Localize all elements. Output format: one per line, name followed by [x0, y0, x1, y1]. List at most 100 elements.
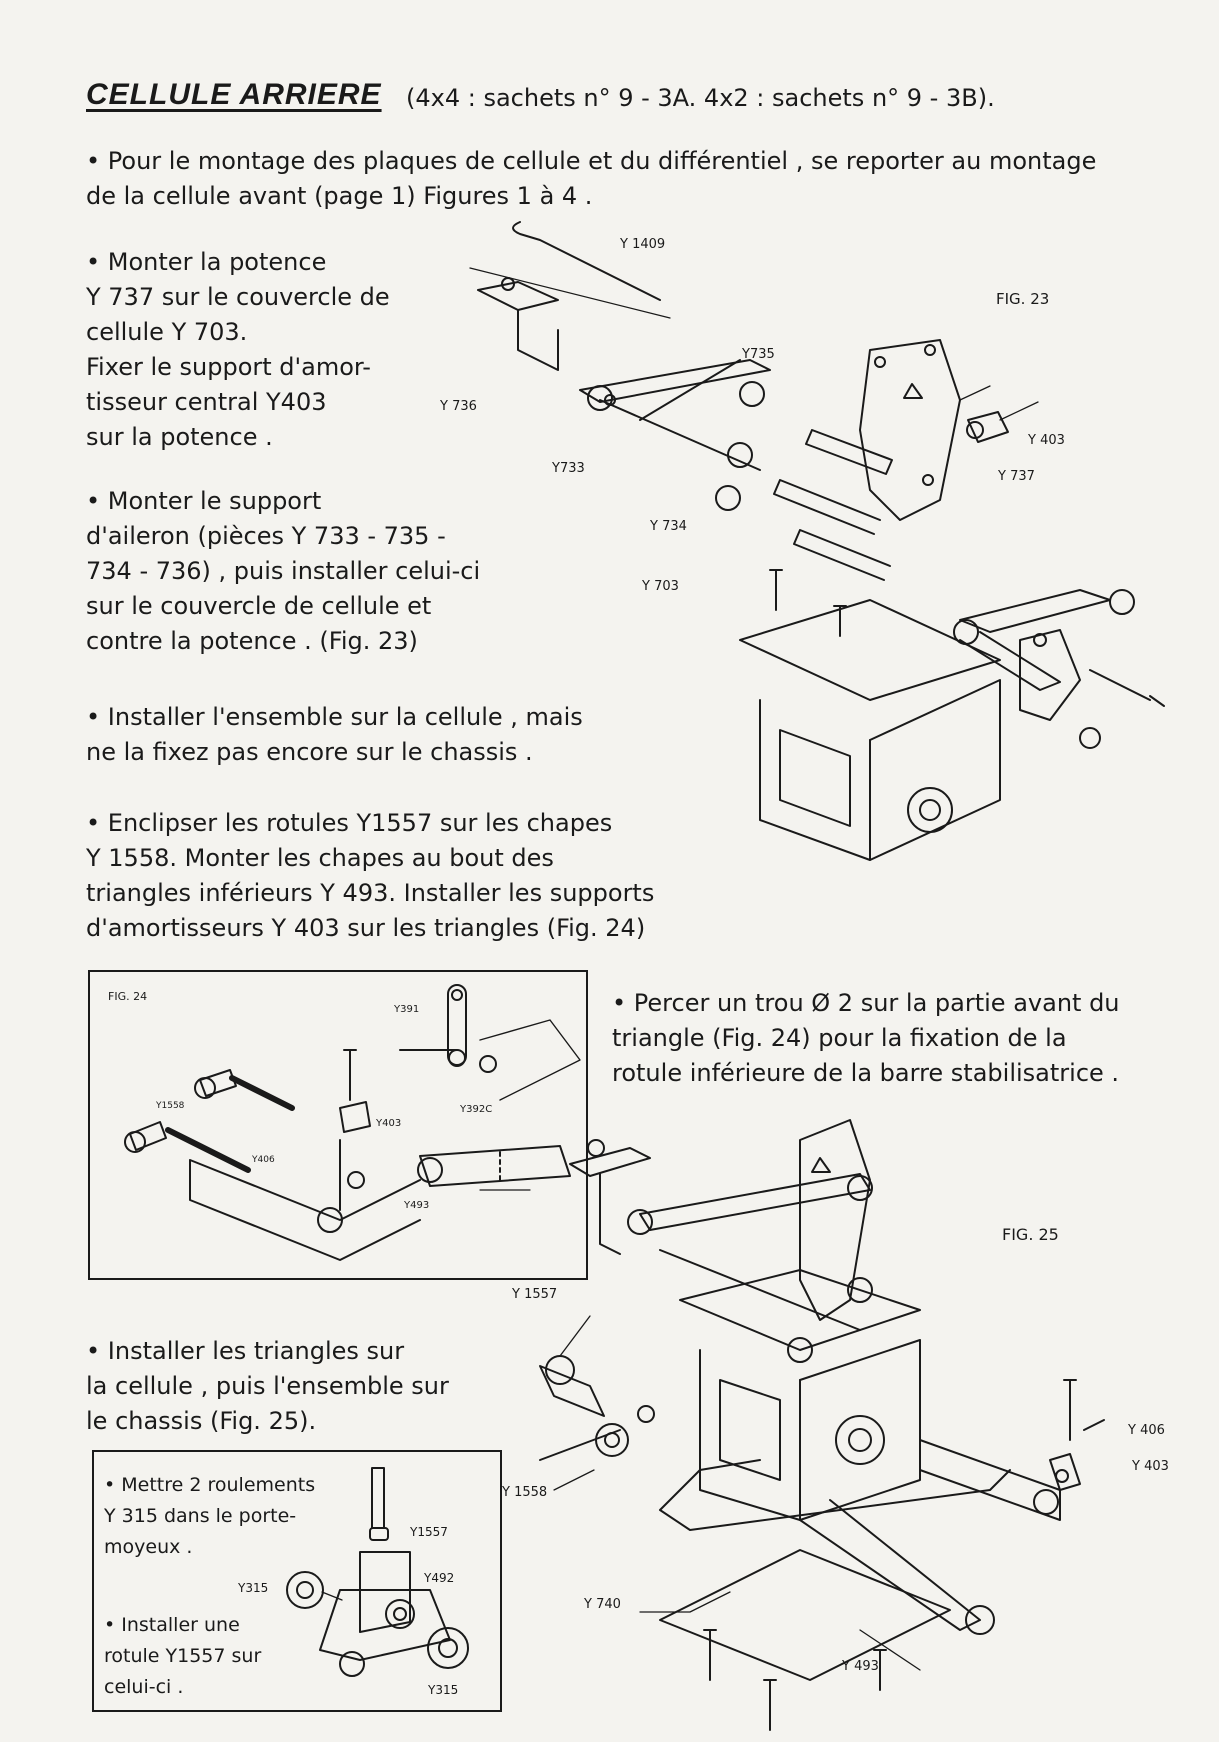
step-ensemble: • Installer l'ensemble sur la cellule , … — [86, 700, 583, 770]
fig25-drawing — [539, 1119, 1105, 1731]
step-aileron: • Monter le support d'aileron (pièces Y … — [86, 484, 480, 659]
text-line: d'amortisseurs Y 403 sur les triangles (… — [86, 914, 646, 942]
part-label: Y406 — [251, 1155, 275, 1165]
skid-plate — [659, 1549, 951, 1681]
text-line: la cellule , puis l'ensemble sur — [86, 1372, 449, 1400]
text-line: Y 1558. Monter les chapes au bout des — [86, 844, 554, 872]
housing-cover — [739, 599, 1001, 701]
part-label: Y735 — [741, 347, 775, 362]
lower-arm-right — [799, 1499, 981, 1631]
part-label: Y391 — [393, 1004, 419, 1015]
figure-labels: FIG. 23 Y 1409 Y735 Y 403 Y 737 Y 736 Y7… — [108, 237, 1169, 1697]
hub-carrier — [359, 1551, 411, 1633]
hub-carrier-frame — [92, 1450, 502, 1712]
part-label: Y315 — [427, 1683, 458, 1697]
box-step-roulements: • Mettre 2 roulements Y 315 dans le port… — [104, 1470, 315, 1563]
text-line: rotule Y1557 sur — [104, 1645, 262, 1667]
part-label: Y1558 — [155, 1101, 185, 1111]
text-line: • Monter la potence — [86, 248, 327, 276]
part-label: Y 1557 — [511, 1287, 557, 1302]
part-label: Y 1558 — [501, 1485, 547, 1500]
text-line: • Mettre 2 roulements — [104, 1474, 316, 1496]
fig23-drawing — [469, 221, 1165, 861]
text-line: de la cellule avant (page 1) Figures 1 à… — [86, 182, 593, 210]
text-line: tisseur central Y403 — [86, 388, 327, 416]
text-line: ne la fixez pas encore sur le chassis . — [86, 738, 533, 766]
tube-y735 — [805, 429, 893, 475]
text-line: contre la potence . (Fig. 23) — [86, 627, 418, 655]
text-line: Y 737 sur le couvercle de — [86, 283, 390, 311]
box-step-rotule: • Installer une rotule Y1557 sur celui-c… — [104, 1610, 261, 1703]
text-line: • Percer un trou Ø 2 sur la partie avant… — [612, 989, 1120, 1017]
part-label: Y 734 — [649, 519, 687, 534]
text-line: moyeux . — [104, 1536, 193, 1558]
text-line: sur le couvercle de cellule et — [86, 592, 432, 620]
page-subtitle: (4x4 : sachets n° 9 - 3A. 4x2 : sachets … — [406, 84, 995, 112]
part-label: Y733 — [551, 461, 585, 476]
step-triangles: • Installer les triangles sur la cellule… — [86, 1334, 449, 1439]
shock-mount — [339, 1101, 371, 1133]
text-line: • Installer une — [104, 1614, 240, 1636]
text-line: • Pour le montage des plaques de cellule… — [86, 147, 1097, 175]
lower-triangle — [189, 1159, 421, 1261]
text-line: celui-ci . — [104, 1676, 184, 1698]
wing-plate-fig25 — [799, 1119, 871, 1321]
bearing-left — [286, 1571, 324, 1609]
part-label: Y 703 — [641, 579, 679, 594]
part-label: Y392C — [459, 1104, 492, 1115]
lower-arm-left — [659, 1459, 1011, 1531]
part-label: Y 1409 — [619, 237, 665, 252]
part-label: Y1557 — [409, 1525, 448, 1539]
part-label: Y 406 — [1127, 1423, 1165, 1438]
part-label: Y315 — [237, 1581, 268, 1595]
text-line: • Installer l'ensemble sur la cellule , … — [86, 703, 583, 731]
part-label: Y 737 — [997, 469, 1035, 484]
wing-plate — [859, 339, 961, 521]
fig23-label: FIG. 23 — [996, 290, 1049, 308]
text-line: rotule inférieure de la barre stabilisat… — [612, 1059, 1120, 1087]
fig24-frame — [88, 970, 588, 1280]
text-line: d'aileron (pièces Y 733 - 735 - — [86, 522, 446, 550]
bearing-right — [427, 1627, 469, 1669]
part-label: Y 493 — [841, 1659, 879, 1674]
potence-top — [477, 281, 559, 311]
fig25-label: FIG. 25 — [1002, 1225, 1059, 1244]
drill-detail — [419, 1145, 571, 1187]
hub-carrier-drawing — [286, 1467, 469, 1677]
part-label: Y493 — [403, 1200, 429, 1211]
part-label: Y 403 — [1027, 433, 1065, 448]
rod-upper — [579, 359, 771, 403]
shock-support — [967, 411, 1009, 443]
text-line: • Installer les triangles sur — [86, 1337, 405, 1365]
clip-pin — [512, 221, 661, 301]
text-line: cellule Y 703. — [86, 318, 248, 346]
text-line: Fixer le support d'amor- — [86, 353, 371, 381]
fig24-drawing — [124, 984, 581, 1261]
step-rotules: • Enclipser les rotules Y1557 sur les ch… — [86, 806, 654, 946]
part-label: Y 740 — [583, 1597, 621, 1612]
page-title: CELLULE ARRIERE — [86, 78, 382, 111]
tube-y734 — [773, 479, 881, 535]
part-label: Y 736 — [439, 399, 477, 414]
screw-vertical — [371, 1467, 385, 1529]
text-line: sur la potence . — [86, 423, 273, 451]
step-potence: • Monter la potence Y 737 sur le couverc… — [86, 245, 390, 455]
text-line: • Enclipser les rotules Y1557 sur les ch… — [86, 809, 613, 837]
text-line: Y 315 dans le porte- — [104, 1505, 297, 1527]
part-label: Y 403 — [1131, 1459, 1169, 1474]
part-label: Y492 — [423, 1571, 454, 1585]
cup-y1558 — [199, 1069, 237, 1097]
fig24-label: FIG. 24 — [108, 990, 147, 1003]
housing-fig25 — [679, 1269, 921, 1351]
step-percer: • Percer un trou Ø 2 sur la partie avant… — [612, 986, 1120, 1091]
text-line: le chassis (Fig. 25). — [86, 1407, 317, 1435]
text-line: triangle (Fig. 24) pour la fixation de l… — [612, 1024, 1067, 1052]
part-label: Y403 — [375, 1118, 401, 1129]
intro-paragraph: • Pour le montage des plaques de cellule… — [86, 144, 1096, 214]
text-line: 734 - 736) , puis installer celui-ci — [86, 557, 481, 585]
text-line: • Monter le support — [86, 487, 322, 515]
text-line: triangles inférieurs Y 493. Installer le… — [86, 879, 655, 907]
cup-fig25 — [539, 1365, 605, 1417]
